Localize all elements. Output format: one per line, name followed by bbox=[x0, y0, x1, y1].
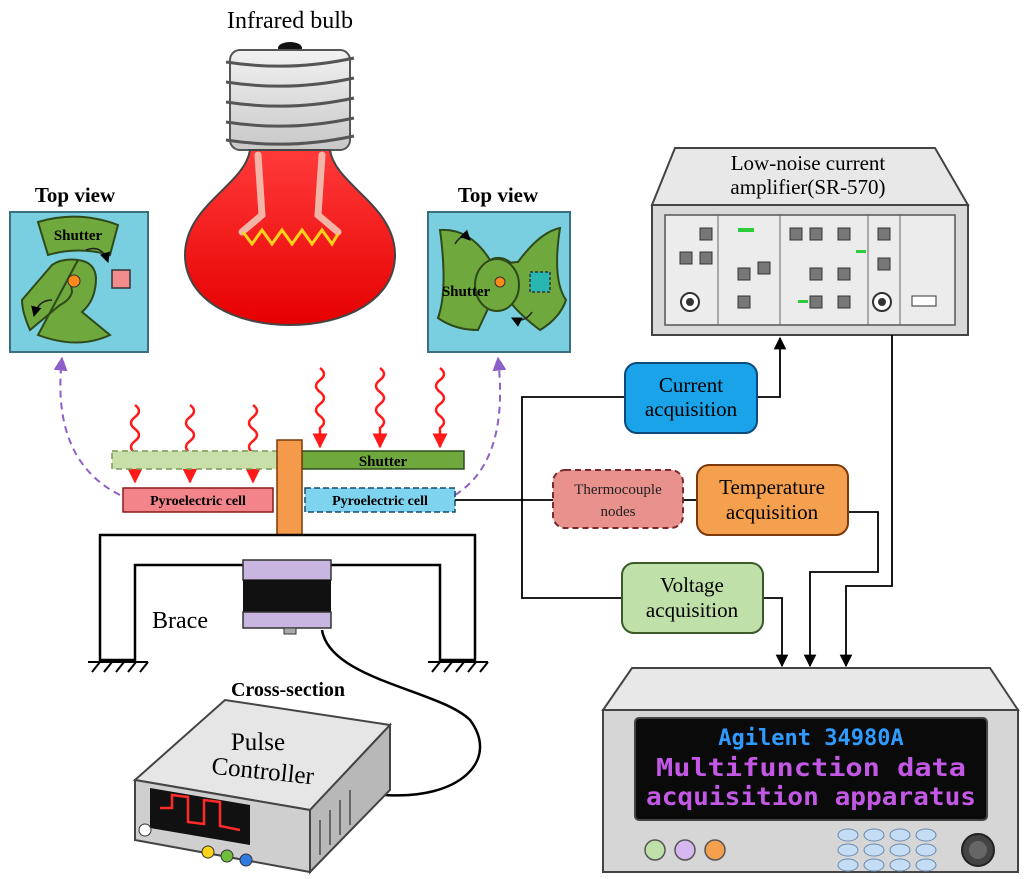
signal-wires bbox=[455, 335, 893, 668]
current-acquisition-box bbox=[624, 362, 758, 434]
thermo-line1: Thermocouple bbox=[574, 482, 662, 498]
cross-section-label: Cross-section bbox=[231, 679, 345, 701]
pyro-cell-left-label: Pyroelectric cell bbox=[150, 494, 246, 509]
pulse-controller-label-line1: Pulse bbox=[231, 729, 285, 756]
infrared-radiation-waves bbox=[127, 367, 448, 484]
amplifier-device bbox=[650, 147, 970, 336]
motor-cable bbox=[320, 629, 482, 797]
pulse-controller-device bbox=[132, 698, 393, 875]
current-acq-line2: acquisition bbox=[645, 397, 738, 421]
thermocouple-nodes-box bbox=[552, 469, 684, 529]
temp-acq-line2: acquisition bbox=[726, 500, 819, 524]
voltage-acquisition-box bbox=[621, 562, 764, 634]
shutter-ghost-bar bbox=[111, 450, 279, 470]
top-view-left-inset bbox=[9, 211, 149, 353]
infrared-bulb-icon bbox=[183, 42, 397, 327]
shutter-bar-label: Shutter bbox=[359, 454, 408, 470]
pyroelectric-cell-right bbox=[304, 487, 456, 513]
current-acq-line1: Current bbox=[659, 373, 723, 397]
temp-acq-line1: Temperature bbox=[719, 475, 825, 499]
left-inset-link-arrow bbox=[53, 356, 121, 496]
daq-line3: acquisition apparatus bbox=[646, 782, 976, 811]
temperature-acquisition-box bbox=[696, 464, 849, 536]
daq-line2: Multifunction data bbox=[656, 753, 966, 782]
amplifier-label-line2: amplifier(SR-570) bbox=[730, 175, 885, 199]
brace-label: Brace bbox=[152, 608, 208, 634]
data-acquisition-device bbox=[601, 667, 1020, 873]
top-view-right-label: Top view bbox=[458, 183, 539, 207]
infrared-bulb-label: Infrared bulb bbox=[227, 8, 353, 34]
shutter-right-inset-label: Shutter bbox=[442, 284, 491, 300]
pyro-cell-right-label: Pyroelectric cell bbox=[332, 494, 428, 509]
right-inset-link-arrow bbox=[454, 356, 507, 496]
amplifier-label-line1: Low-noise current bbox=[731, 151, 886, 175]
ground-hatch-left bbox=[88, 661, 149, 673]
rotating-shaft bbox=[276, 439, 303, 537]
voltage-acq-line2: acquisition bbox=[646, 598, 739, 622]
top-view-right-inset bbox=[427, 211, 571, 353]
daq-line1: Agilent 34980A bbox=[718, 726, 903, 751]
top-view-left-label: Top view bbox=[35, 183, 116, 207]
ground-hatch-right bbox=[428, 661, 489, 673]
shutter-left-inset-label: Shutter bbox=[54, 228, 103, 244]
stepper-motor bbox=[242, 559, 332, 635]
pyroelectric-cell-left bbox=[122, 487, 274, 513]
voltage-acq-line1: Voltage bbox=[660, 573, 724, 597]
thermo-line2: nodes bbox=[601, 504, 636, 520]
